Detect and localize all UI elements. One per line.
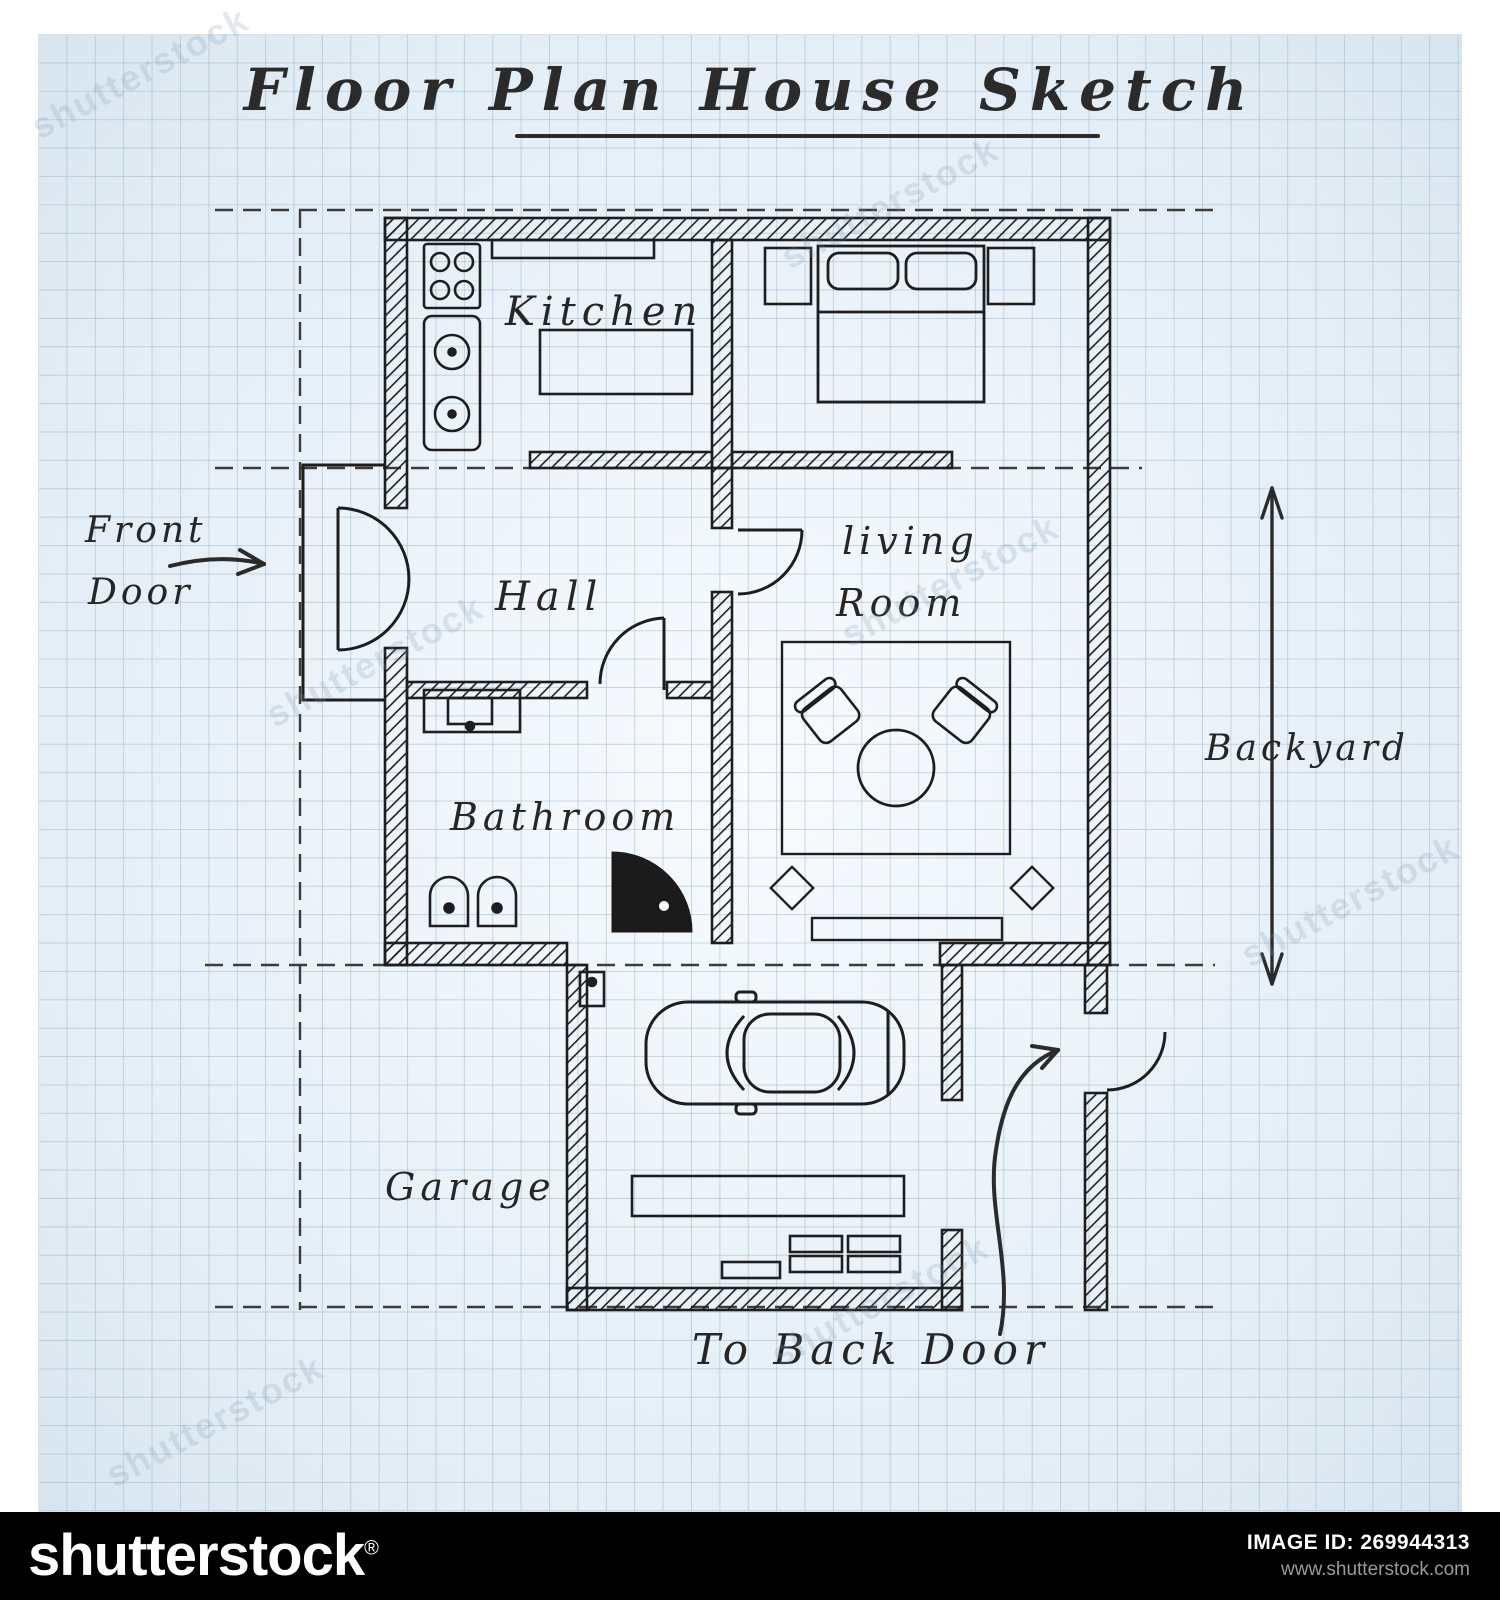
front-door-label-line1: Front	[84, 510, 207, 551]
website-url: www.shutterstock.com	[1281, 1559, 1470, 1581]
living-room-speakers	[769, 865, 1055, 942]
nightstands	[763, 246, 1036, 306]
backyard-arrow	[1260, 486, 1284, 986]
registered-mark: ®	[364, 1537, 379, 1560]
bathroom-label: Bathroom	[449, 795, 680, 839]
garage-label: Garage	[385, 1165, 556, 1209]
page-title: Floor Plan House Sketch	[243, 56, 1257, 124]
hall-label: Hall	[494, 574, 603, 620]
armchair-left	[793, 676, 861, 745]
bathroom-door	[611, 851, 693, 933]
garage-shelves	[578, 970, 906, 1280]
hall-bathroom-door	[598, 616, 666, 690]
footer-meta: IMAGE ID: 269944313 www.shutterstock.com	[1247, 1529, 1470, 1583]
back-door-arc	[1106, 1031, 1167, 1092]
front-door-arc	[301, 463, 411, 702]
title-block: Floor Plan House Sketch	[0, 56, 1500, 138]
back-door-arrow	[991, 1044, 1060, 1336]
kitchen-label: Kitchen	[504, 289, 703, 335]
graph-paper	[38, 34, 1462, 1512]
kitchen-sink	[422, 314, 482, 452]
to-back-door-label: To Back Door	[692, 1325, 1050, 1374]
backyard-label: Backyard	[1204, 728, 1409, 769]
shutterstock-logo: shutterstock®	[28, 1527, 379, 1585]
front-door-arrow	[168, 548, 266, 576]
bathroom-sink	[422, 688, 522, 734]
footer-bar: shutterstock® IMAGE ID: 269944313 www.sh…	[0, 1512, 1500, 1600]
title-underline	[515, 134, 1100, 138]
shutterstock-logo-text: shutterstock	[28, 1523, 365, 1588]
living-room-rug	[780, 640, 1012, 856]
armchair-right	[931, 676, 999, 745]
bed	[816, 244, 986, 404]
front-door-label-line2: Door	[87, 572, 193, 613]
coffee-table	[856, 728, 936, 808]
living-room-door	[737, 528, 804, 596]
walls	[383, 216, 1112, 1312]
toilet-fixtures	[428, 875, 518, 928]
living-room-label-line2: Room	[835, 581, 966, 625]
car	[644, 990, 906, 1116]
living-room-label-line1: living	[842, 519, 979, 563]
kitchen-stove	[422, 242, 482, 310]
kitchen-counter	[490, 238, 694, 396]
image-id: IMAGE ID: 269944313	[1246, 1531, 1470, 1554]
construction-lines	[205, 208, 1215, 1310]
